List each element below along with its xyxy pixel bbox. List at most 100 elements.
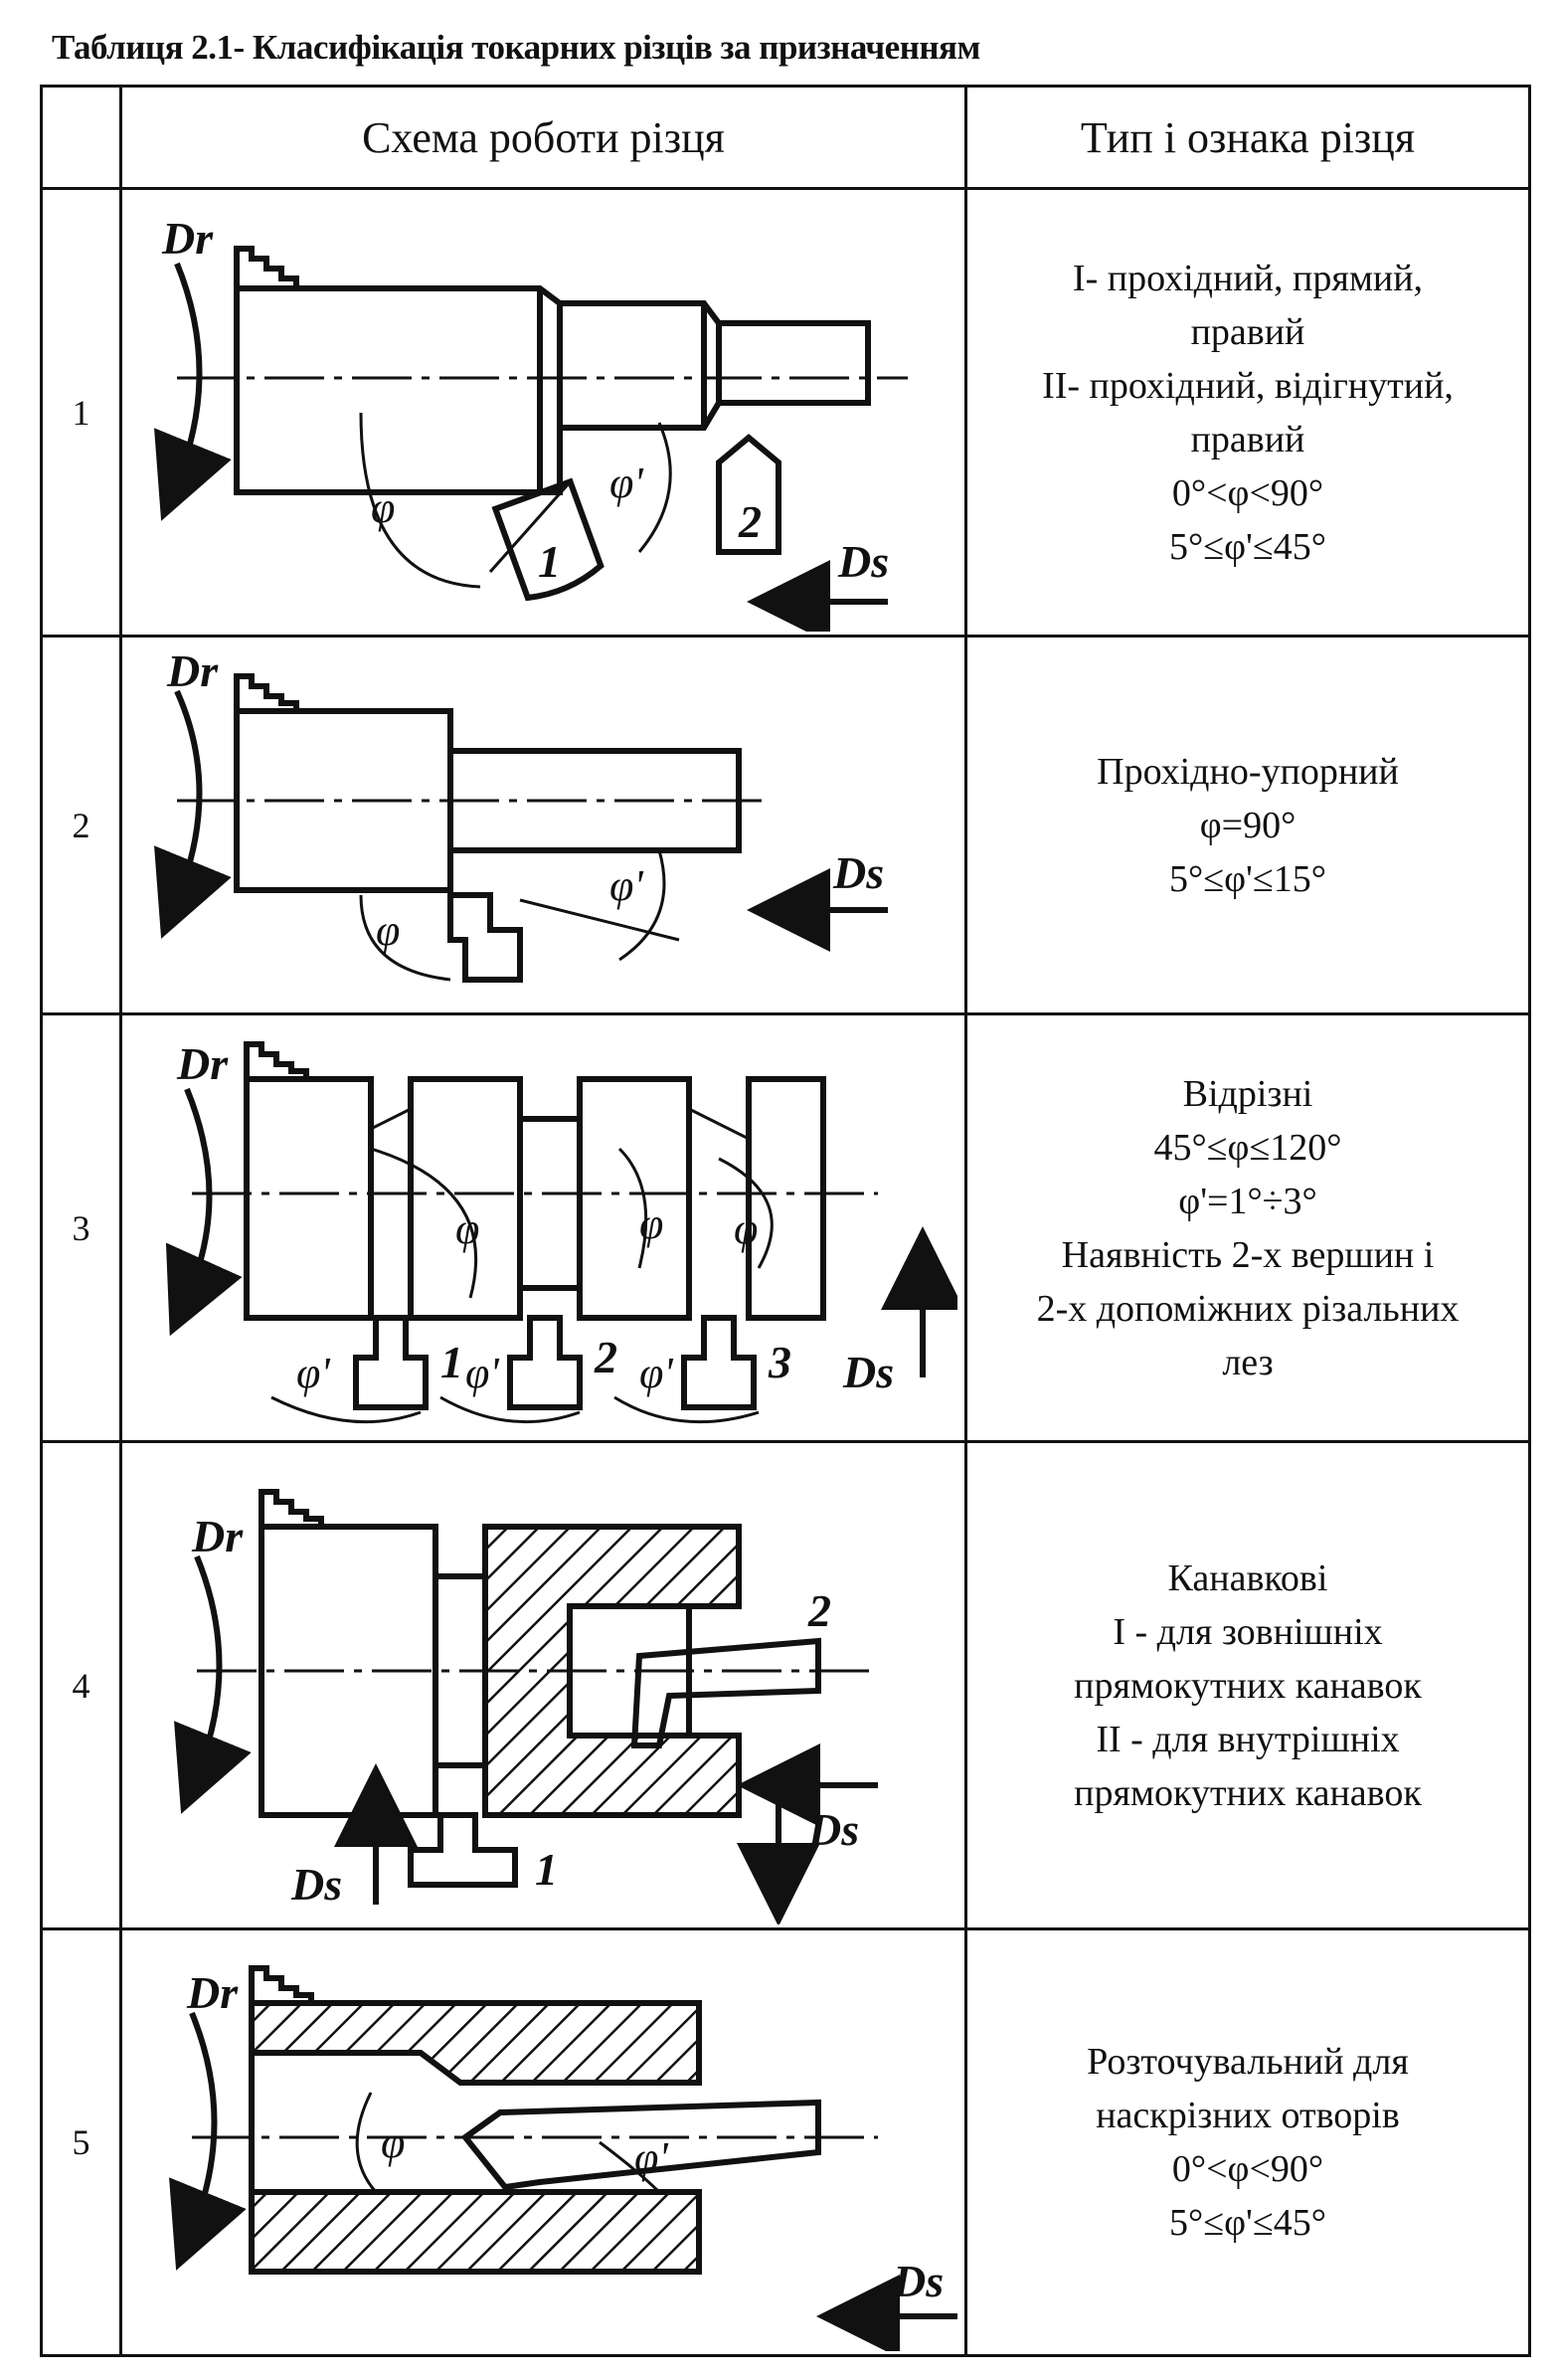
desc-line: Наявність 2-х вершин і	[1061, 1233, 1435, 1276]
cutter-1	[408, 1811, 518, 1888]
table-row: 4 Dr 1 Ds 2 Ds	[40, 1440, 1531, 1930]
ds-label: Ds	[832, 847, 884, 898]
workpiece-body	[482, 1523, 742, 1818]
cutter-2	[716, 433, 781, 555]
desc-line: φ'=1°÷3°	[1178, 1180, 1317, 1222]
dr-label: Dr	[176, 1038, 229, 1089]
turning-cutter-diagram-3: Dr 1 2 3 φ' φ' φ' φ φ φ	[165, 1038, 957, 1423]
table-row: 3 Dr 1 2 3 φ'	[40, 1012, 1531, 1443]
boring-cutter	[460, 2099, 821, 2191]
dr-label: Dr	[161, 213, 214, 264]
desc-line: лез	[1222, 1341, 1274, 1383]
rotation-arrow	[154, 689, 232, 939]
desc-line: 0°<φ<90°	[1171, 2148, 1324, 2190]
scheme-cell: Dr φ φ' Ds	[119, 635, 967, 1015]
chuck-jaw	[234, 672, 299, 711]
cutter-description: Відрізні 45°≤φ≤120° φ'=1°÷3° Наявність 2…	[964, 1012, 1531, 1443]
phi2-label: φ'	[465, 1349, 500, 1397]
angle-arc-phi2	[618, 849, 666, 961]
header-number	[40, 85, 122, 190]
turning-cutter-diagram-5: Dr φ φ' Ds	[169, 1965, 957, 2351]
cutter-description: Канавкові I - для зовнішніх прямокутних …	[964, 1440, 1531, 1930]
cutter-1	[491, 476, 605, 601]
cutter-2-label: 2	[807, 1585, 831, 1636]
desc-line: Канавкові	[1167, 1556, 1328, 1599]
workpiece-neck	[517, 1115, 583, 1291]
desc-line: I- прохідний, прямий,	[1072, 257, 1424, 299]
scheme-cell: Dr 1 2 3 φ' φ' φ' φ φ φ	[119, 1012, 967, 1443]
phi-label: φ	[639, 1199, 663, 1248]
row-number: 5	[40, 1927, 122, 2357]
header-row: Схема роботи різця Тип і ознака різця	[40, 85, 1531, 190]
ds-label: Ds	[842, 1347, 894, 1397]
cutter-1-label: 1	[535, 1844, 558, 1895]
angle-arc-phi	[359, 412, 481, 588]
desc-line: Прохідно-упорний	[1097, 750, 1399, 793]
desc-line: наскрізних отворів	[1096, 2095, 1400, 2136]
turning-cutter-diagram-4: Dr 1 Ds 2 Ds	[174, 1488, 878, 1924]
cutter-1-label: 1	[440, 1337, 463, 1387]
cutter-3-label: 3	[768, 1337, 791, 1387]
angle-arc-phi	[359, 894, 451, 981]
desc-line: φ=90°	[1199, 804, 1297, 846]
chuck-jaw	[244, 1040, 309, 1079]
chuck-jaw	[234, 245, 299, 288]
scheme-cell: Dr 1 2 φ φ' Ds	[119, 187, 967, 638]
cutter-description: Розточувальний для наскрізних отворів 0°…	[964, 1927, 1531, 2357]
workpiece-segment	[244, 1075, 374, 1321]
ds-label: Ds	[290, 1859, 342, 1910]
phi-label: φ	[381, 2118, 405, 2167]
ds-label: Ds	[892, 2256, 944, 2306]
cutter-description: I- прохідний, прямий, правий II- прохідн…	[964, 187, 1531, 638]
ds-label: Ds	[807, 1804, 859, 1855]
header-scheme: Схема роботи різця	[119, 85, 967, 190]
dr-label: Dr	[186, 1967, 239, 2018]
rotation-arrow	[169, 2011, 247, 2271]
cutter-2-label: 2	[594, 1332, 617, 1382]
desc-line: правий	[1190, 310, 1305, 353]
turning-cutter-diagram-2: Dr φ φ' Ds	[154, 645, 888, 983]
desc-line: 2-х допоміжних різальних	[1036, 1287, 1460, 1330]
dr-label: Dr	[191, 1511, 244, 1561]
angle-arc-phi	[355, 2092, 378, 2193]
phi2-label: φ'	[634, 2133, 669, 2182]
desc-line: Розточувальний для	[1087, 2041, 1409, 2083]
row-number: 2	[40, 635, 122, 1015]
desc-line: 5°≤φ'≤45°	[1169, 2202, 1326, 2244]
desc-line: I - для зовнішніх	[1113, 1610, 1383, 1653]
cutter-2-label: 2	[738, 496, 762, 547]
desc-line: Відрізні	[1182, 1072, 1313, 1115]
desc-line: II - для внутрішніх	[1096, 1718, 1400, 1760]
workpiece-segment	[746, 1075, 826, 1321]
angle-arc-phi2	[599, 2140, 661, 2194]
scheme-cell: Dr 1 Ds 2 Ds	[119, 1440, 967, 1930]
desc-line: прямокутних канавок	[1074, 1771, 1422, 1814]
phi2-label: φ'	[609, 458, 644, 507]
row-number: 4	[40, 1440, 122, 1930]
rotation-arrow	[174, 1555, 252, 1814]
desc-line: 5°≤φ'≤45°	[1169, 525, 1326, 568]
table-caption: Таблиця 2.1- Класифікація токарних різці…	[52, 28, 980, 67]
workpiece-segment	[577, 1075, 692, 1321]
rotation-arrow	[165, 1087, 243, 1336]
turning-cutter-diagram-1: Dr 1 2 φ φ' Ds	[154, 213, 908, 632]
desc-line: 0°<φ<90°	[1171, 471, 1324, 514]
ds-label: Ds	[837, 536, 889, 587]
phi2-label: φ'	[639, 1349, 674, 1397]
desc-line: II- прохідний, відігнутий,	[1042, 364, 1454, 407]
cutter-1	[353, 1314, 429, 1410]
workpiece	[234, 707, 742, 893]
cutter-3	[681, 1314, 757, 1410]
table-row: 2 Dr φ φ' Ds Прохідно-упорний φ=90°	[40, 635, 1531, 1015]
workpiece-segment	[408, 1075, 523, 1321]
angle-arc-phi2	[637, 421, 672, 553]
phi2-label: φ'	[296, 1349, 331, 1397]
header-type: Тип і ознака різця	[964, 85, 1531, 190]
dr-label: Dr	[166, 645, 219, 696]
phi2-label: φ'	[609, 861, 644, 910]
cutter-classification-table: Схема роботи різця Тип і ознака різця 1	[40, 85, 1531, 2357]
phi-label: φ	[734, 1204, 758, 1253]
desc-line: 5°≤φ'≤15°	[1169, 857, 1326, 900]
table-row: 1	[40, 187, 1531, 638]
rotation-arrow	[154, 262, 232, 521]
